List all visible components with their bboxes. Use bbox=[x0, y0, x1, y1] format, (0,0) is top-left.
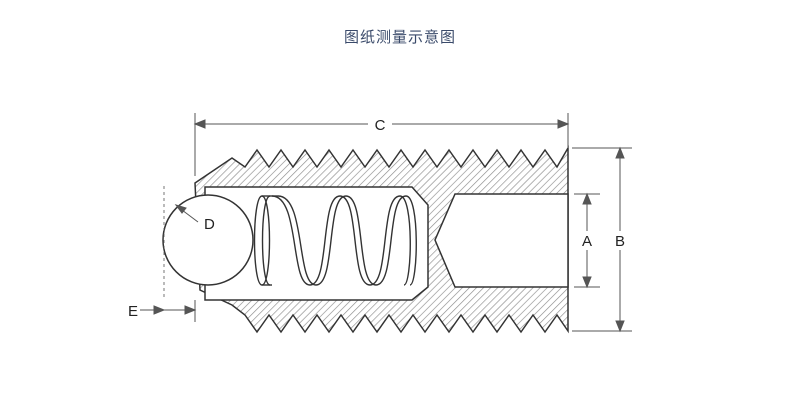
label-a: A bbox=[582, 233, 592, 250]
diagram-title: 图纸测量示意图 bbox=[343, 28, 456, 46]
compression-spring bbox=[253, 195, 417, 286]
spring-cavity bbox=[204, 186, 429, 301]
dimension-a bbox=[574, 192, 600, 289]
label-e: E bbox=[128, 303, 138, 320]
dimension-e bbox=[140, 300, 197, 322]
label-c: C bbox=[375, 117, 386, 134]
label-b: B bbox=[615, 233, 625, 250]
dimension-b bbox=[572, 146, 632, 333]
rear-socket bbox=[434, 193, 569, 288]
dimension-d bbox=[174, 204, 199, 223]
label-d: D bbox=[204, 216, 215, 233]
ball bbox=[162, 186, 254, 300]
dimension-c bbox=[193, 113, 570, 176]
